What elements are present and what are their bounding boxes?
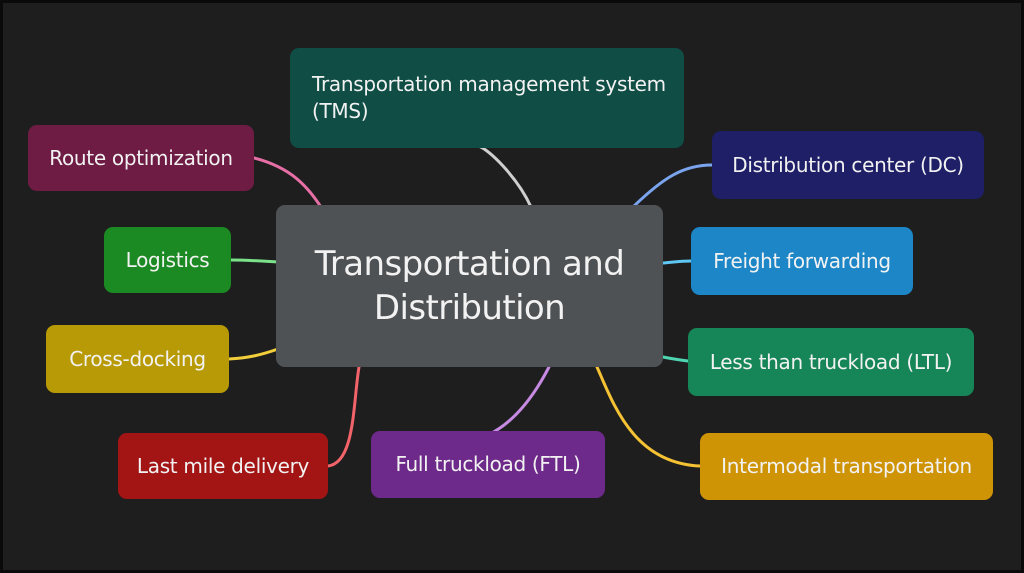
link-lastmile <box>326 365 361 468</box>
link-ltl <box>661 355 690 363</box>
branch-label-intermodal-transportation: Intermodal transportation <box>721 454 972 478</box>
branch-label-full-truckload: Full truckload (FTL) <box>395 452 581 476</box>
link-tms <box>476 144 533 209</box>
link-cross <box>227 347 280 361</box>
branch-label-last-mile-delivery: Last mile delivery <box>136 453 310 478</box>
link-logistics <box>229 258 280 264</box>
branch-node-freight-forwarding: Freight forwarding <box>691 227 913 295</box>
branch-node-intermodal-transportation: Intermodal transportation <box>700 433 993 500</box>
link-freight <box>661 259 693 265</box>
branch-node-less-than-truckload: Less than truckload (LTL) <box>688 328 974 396</box>
branch-node-logistics: Logistics <box>104 227 231 293</box>
link-route <box>252 156 323 209</box>
branch-node-distribution-center: Distribution center (DC) <box>712 131 984 199</box>
branch-label-distribution-center: Distribution center (DC) <box>732 152 964 177</box>
branch-label-freight-forwarding: Freight forwarding <box>713 248 891 273</box>
branch-label-logistics: Logistics <box>125 247 210 272</box>
central-topic-node: Transportation and Distribution <box>276 205 663 367</box>
central-topic-label: Transportation and Distribution <box>314 243 625 328</box>
link-intermodal <box>595 365 702 468</box>
branch-node-route-optimization: Route optimization <box>28 125 254 191</box>
branch-label-tms: Transportation management system (TMS) <box>312 72 666 123</box>
branch-label-cross-docking: Cross-docking <box>69 346 206 371</box>
branch-node-full-truckload: Full truckload (FTL) <box>371 431 605 498</box>
link-ftl <box>486 365 551 437</box>
link-dc <box>631 163 714 209</box>
connector-layer <box>227 144 714 468</box>
branch-node-last-mile-delivery: Last mile delivery <box>118 433 328 499</box>
branch-label-less-than-truckload: Less than truckload (LTL) <box>709 349 953 374</box>
branch-node-cross-docking: Cross-docking <box>46 325 229 393</box>
branch-label-route-optimization: Route optimization <box>49 145 233 170</box>
branch-node-tms: Transportation management system (TMS) <box>290 48 684 148</box>
